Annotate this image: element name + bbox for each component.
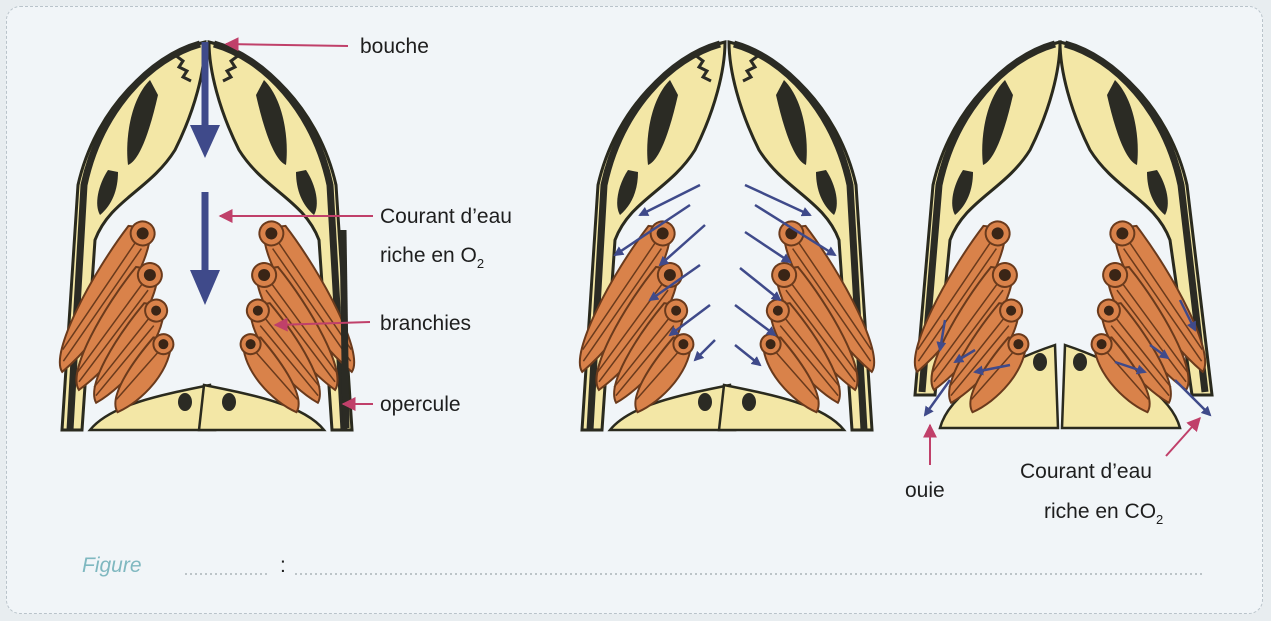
figure-caption-separator: :: [280, 554, 286, 577]
co2-text: riche en CO: [1044, 500, 1156, 523]
label-opercule: opercule: [380, 393, 461, 416]
label-courant-o2-line1: Courant d’eau: [380, 205, 512, 228]
panel-mouth-closed: [568, 42, 887, 430]
o2-text: riche en O: [380, 244, 477, 267]
label-courant-o2-line2: riche en O2: [380, 244, 484, 271]
panel-mouth-open: [48, 42, 367, 430]
label-bouche: bouche: [360, 35, 429, 58]
co2-subscript: 2: [1156, 512, 1163, 527]
figure-caption-prefix: Figure: [82, 554, 142, 577]
label-ouie: ouie: [905, 479, 945, 502]
label-branchies: branchies: [380, 312, 471, 335]
panel-opercule-open: [903, 42, 1218, 428]
o2-subscript: 2: [477, 256, 484, 271]
label-courant-co2-line1: Courant d’eau: [1020, 460, 1152, 483]
label-courant-co2-line2: riche en CO2: [1044, 500, 1163, 527]
